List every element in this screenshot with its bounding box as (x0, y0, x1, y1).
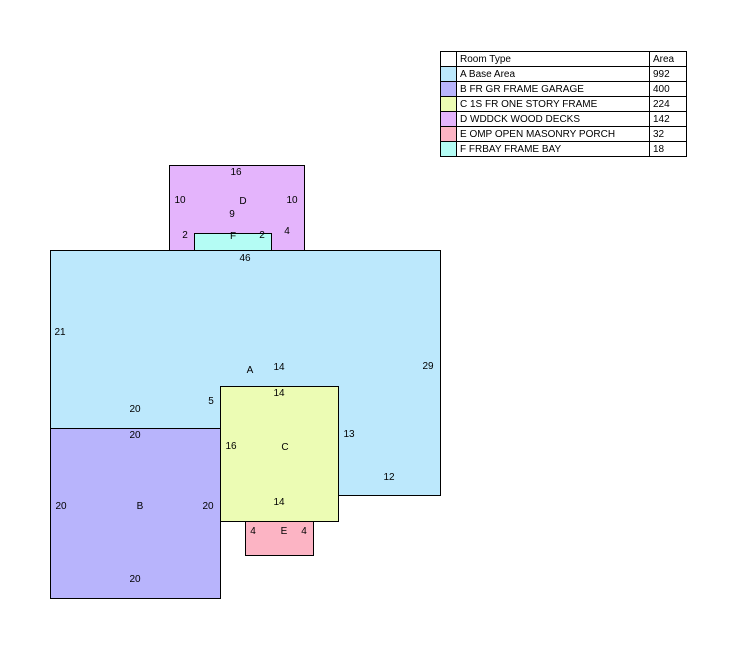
legend-row: D WDDCK WOOD DECKS 142 (440, 111, 687, 127)
legend-row: F FRBAY FRAME BAY 18 (440, 141, 687, 157)
legend-area: 32 (649, 126, 687, 142)
frame-bay-area (194, 233, 272, 251)
garage-dim-bottom: 20 (129, 574, 141, 585)
base-dim-bottom-right: 12 (383, 472, 395, 483)
legend-label: C 1S FR ONE STORY FRAME (456, 96, 650, 112)
one-story-dim-left: 16 (225, 441, 237, 452)
deck-dim-inner: 9 (229, 209, 235, 220)
one-story-frame-area (220, 386, 339, 522)
legend-swatch-d (440, 111, 457, 127)
open-masonry-porch-area (245, 521, 314, 556)
base-dim-lower-left: 20 (129, 404, 141, 415)
base-letter: A (246, 365, 254, 376)
legend-row: E OMP OPEN MASONRY PORCH 32 (440, 126, 687, 142)
one-story-letter: C (281, 442, 289, 453)
one-story-dim-top: 14 (273, 388, 285, 399)
legend-header-row: Room Type Area (440, 51, 687, 67)
base-dim-inner-top: 14 (273, 362, 285, 373)
base-dim-top: 46 (239, 253, 251, 264)
bay-letter: F (229, 231, 237, 242)
base-dim-left: 21 (54, 327, 66, 338)
legend-area: 18 (649, 141, 687, 157)
garage-dim-top: 20 (129, 430, 141, 441)
bay-dim: 2 (259, 230, 265, 241)
porch-dim-left: 4 (250, 526, 256, 537)
deck-dim-left: 10 (174, 195, 186, 206)
deck-dim-top: 16 (230, 167, 242, 178)
one-story-dim-bottom: 14 (273, 497, 285, 508)
legend-label: F FRBAY FRAME BAY (456, 141, 650, 157)
legend-swatch-c (440, 96, 457, 112)
legend-label: A Base Area (456, 66, 650, 82)
legend-row: A Base Area 992 (440, 66, 687, 82)
legend-swatch-a (440, 66, 457, 82)
legend-area: 400 (649, 81, 687, 97)
legend-room-type-header: Room Type (456, 51, 650, 67)
deck-dim-right-lower: 4 (284, 226, 290, 237)
garage-dim-right: 20 (202, 501, 214, 512)
garage-area (50, 428, 221, 599)
legend-area: 142 (649, 111, 687, 127)
legend-swatch-header (440, 51, 457, 67)
base-dim-step: 5 (208, 396, 214, 407)
base-dim-inner-right: 13 (343, 429, 355, 440)
base-dim-right: 29 (422, 361, 434, 372)
deck-letter: D (239, 196, 247, 207)
deck-dim-right: 10 (286, 195, 298, 206)
legend-label: D WDDCK WOOD DECKS (456, 111, 650, 127)
legend-row: B FR GR FRAME GARAGE 400 (440, 81, 687, 97)
deck-dim-left-lower: 2 (182, 230, 188, 241)
porch-dim-right: 4 (301, 526, 307, 537)
porch-letter: E (280, 526, 288, 537)
legend-area: 992 (649, 66, 687, 82)
legend-swatch-f (440, 141, 457, 157)
legend-swatch-e (440, 126, 457, 142)
room-type-legend: Room Type Area A Base Area 992 B FR GR F… (440, 51, 687, 157)
legend-area: 224 (649, 96, 687, 112)
garage-letter: B (136, 501, 144, 512)
garage-dim-left: 20 (55, 501, 67, 512)
legend-row: C 1S FR ONE STORY FRAME 224 (440, 96, 687, 112)
legend-area-header: Area (649, 51, 687, 67)
legend-label: E OMP OPEN MASONRY PORCH (456, 126, 650, 142)
legend-label: B FR GR FRAME GARAGE (456, 81, 650, 97)
legend-swatch-b (440, 81, 457, 97)
